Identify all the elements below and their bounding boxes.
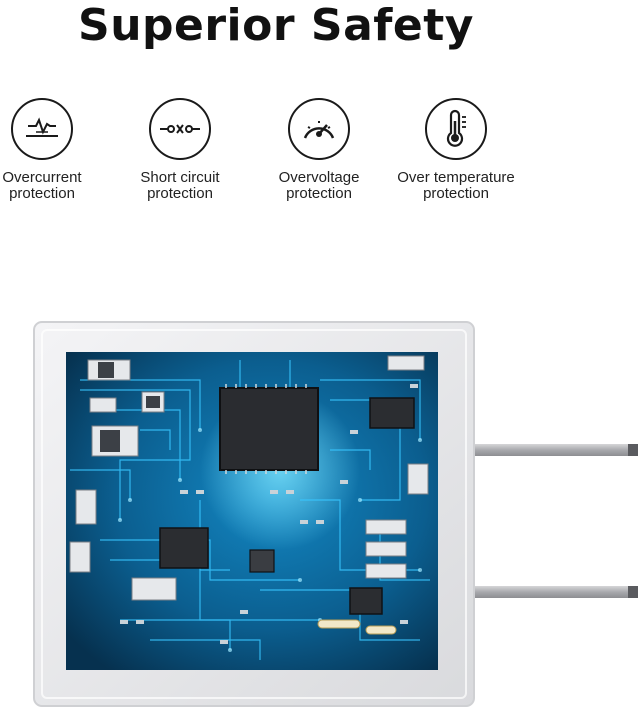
feature-label: Short circuit protection bbox=[140, 169, 220, 202]
feature-short-circuit: Short circuit protection bbox=[105, 98, 255, 202]
feature-label: Overcurrent protection bbox=[2, 169, 82, 202]
page-title: Superior Safety bbox=[78, 0, 474, 51]
feature-label: Overvoltage protection bbox=[278, 169, 360, 202]
overcurrent-waveform-icon bbox=[11, 98, 73, 160]
feature-over-temperature: Over temperature protection bbox=[381, 98, 531, 202]
short-circuit-icon bbox=[149, 98, 211, 160]
gauge-icon bbox=[288, 98, 350, 160]
thermometer-icon bbox=[425, 98, 487, 160]
feature-label: Over temperature protection bbox=[397, 169, 515, 202]
chip bbox=[349, 587, 383, 615]
main-chip bbox=[219, 387, 319, 471]
feature-overvoltage: Overvoltage protection bbox=[244, 98, 394, 202]
chip bbox=[249, 549, 275, 573]
circuit-board bbox=[66, 352, 438, 670]
charger-device bbox=[0, 320, 640, 714]
chip bbox=[369, 397, 415, 429]
plug-prong-top bbox=[474, 444, 638, 456]
feature-overcurrent: Overcurrent protection bbox=[0, 98, 117, 202]
plug-prong-bottom bbox=[474, 586, 638, 598]
chip bbox=[159, 527, 209, 569]
